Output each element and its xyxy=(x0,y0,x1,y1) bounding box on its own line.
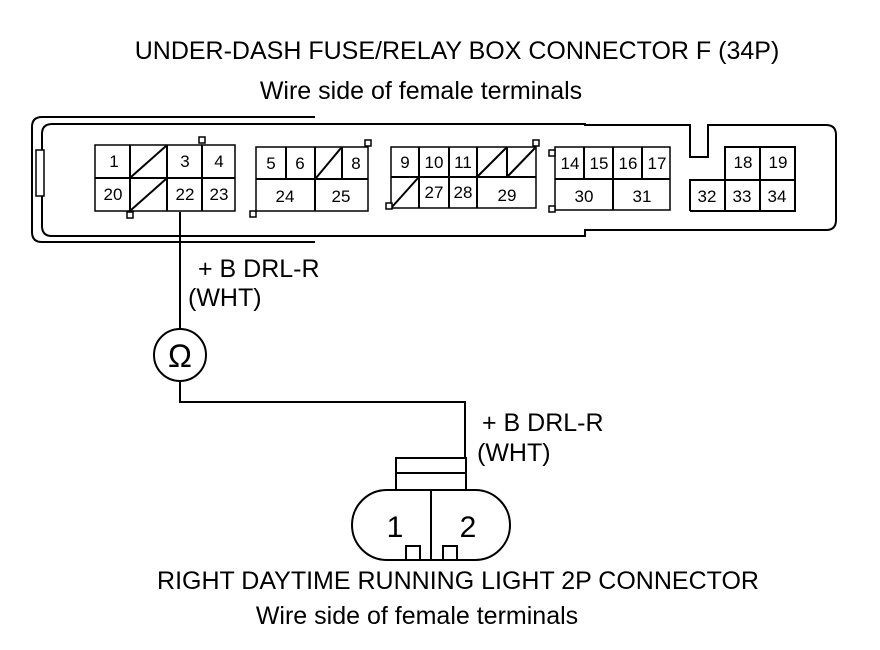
connector-f-block-4: 14 15 16 17 30 31 xyxy=(548,146,671,213)
pin-label: 1 xyxy=(109,152,118,171)
pin-label: 34 xyxy=(768,187,787,206)
wire-top-color: (WHT) xyxy=(188,284,262,312)
pin-label: 3 xyxy=(180,152,189,171)
pin-label: 6 xyxy=(295,154,304,173)
pin-label: 11 xyxy=(454,153,472,172)
pin-label: 33 xyxy=(733,187,752,206)
blank-cavity xyxy=(130,178,167,211)
pin-label: 23 xyxy=(210,185,229,204)
connector-2p: 1 2 xyxy=(351,457,511,561)
pin-label: 27 xyxy=(425,183,444,202)
pin-label: 16 xyxy=(619,154,638,173)
pin-label: 31 xyxy=(633,187,652,206)
wire-top-name: + B DRL-R xyxy=(198,255,320,283)
connector-f-block-3: 9 10 11 27 28 29 xyxy=(385,139,540,210)
pin-label: 5 xyxy=(266,154,275,173)
pin-label: 1 xyxy=(387,511,404,544)
pin-label: 20 xyxy=(104,185,123,204)
connector-f-subtitle: Wire side of female terminals xyxy=(260,77,582,105)
connector-2p-title: RIGHT DAYTIME RUNNING LIGHT 2P CONNECTOR xyxy=(157,567,759,595)
pin-label: 18 xyxy=(734,153,753,172)
pin-label: 32 xyxy=(698,187,717,206)
blank-cavity xyxy=(507,147,536,177)
ohm-symbol: Ω xyxy=(168,338,192,374)
ohmmeter-icon: Ω xyxy=(153,328,207,382)
pin-label: 15 xyxy=(590,154,609,173)
wire-bottom-name: + B DRL-R xyxy=(482,409,604,437)
connector-2p-subtitle: Wire side of female terminals xyxy=(256,602,578,630)
connector-f-block-1: 1 3 4 20 22 23 xyxy=(94,136,236,219)
pin-label: 24 xyxy=(276,187,295,206)
pin-label: 30 xyxy=(575,187,594,206)
pin-label: 19 xyxy=(769,153,788,172)
blank-cavity xyxy=(477,147,507,177)
connector-f-block-5: 18 19 32 33 34 xyxy=(689,146,796,212)
pin-label: 9 xyxy=(400,153,409,172)
pin-label: 10 xyxy=(425,153,444,172)
blank-cavity xyxy=(391,177,419,208)
wire-path xyxy=(179,380,466,458)
blank-cavity xyxy=(315,147,342,179)
pin-label: 4 xyxy=(214,152,223,171)
pin-label: 22 xyxy=(176,185,195,204)
wire-bottom-color: (WHT) xyxy=(477,439,551,467)
pin-label: 25 xyxy=(332,187,351,206)
connector-f-title: UNDER-DASH FUSE/RELAY BOX CONNECTOR F (3… xyxy=(135,37,780,65)
pin-label: 29 xyxy=(498,186,517,205)
pin-label: 2 xyxy=(460,511,477,544)
connector-f-block-2: 5 6 8 24 25 xyxy=(249,139,372,218)
pin-label: 17 xyxy=(648,154,667,173)
pin-label: 14 xyxy=(561,154,580,173)
blank-cavity xyxy=(130,145,167,178)
pin-label: 8 xyxy=(351,154,360,173)
pin-label: 28 xyxy=(454,183,473,202)
